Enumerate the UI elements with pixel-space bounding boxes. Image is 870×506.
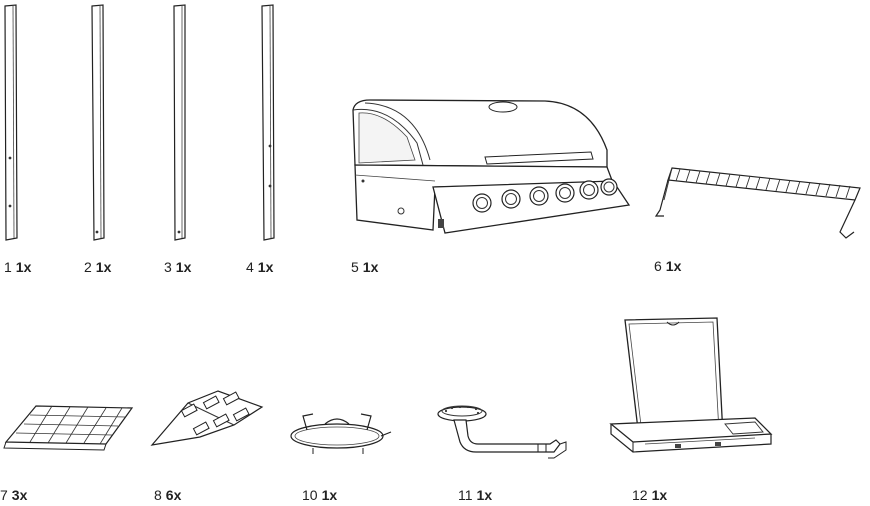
- part-number: 5: [351, 259, 359, 275]
- flame-tamer-icon: [148, 385, 268, 455]
- side-burner-grate-icon: [285, 408, 395, 458]
- part-quantity: 3x: [11, 487, 28, 503]
- ceramic-briquette-tray-icon: [0, 398, 140, 458]
- part-quantity: 1x: [175, 259, 192, 275]
- part-number: 12: [632, 487, 648, 503]
- post-leg-4-icon: [258, 0, 288, 250]
- part-quantity: 1x: [362, 259, 379, 275]
- part-number: 10: [302, 487, 318, 503]
- part-quantity: 1x: [321, 487, 338, 503]
- side-burner-housing-icon: [605, 312, 775, 462]
- part-quantity: 6x: [165, 487, 182, 503]
- part-number: 8: [154, 487, 162, 503]
- part-number: 1: [4, 259, 12, 275]
- post-leg-2-icon: [88, 0, 118, 250]
- part-quantity: 1x: [651, 487, 668, 503]
- part-quantity: 1x: [95, 259, 112, 275]
- part-number: 11: [458, 487, 473, 503]
- post-leg-1-icon: [0, 0, 30, 250]
- post-leg-3-icon: [170, 0, 200, 250]
- part-number: 4: [246, 259, 254, 275]
- part-quantity: 1x: [476, 487, 493, 503]
- warming-rack-icon: [650, 160, 870, 250]
- part-quantity: 1x: [665, 258, 682, 274]
- part-number: 3: [164, 259, 172, 275]
- part-number: 6: [654, 258, 662, 274]
- side-burner-tube-icon: [430, 400, 580, 465]
- part-quantity: 1x: [257, 259, 274, 275]
- part-number: 7: [0, 487, 8, 503]
- part-number: 2: [84, 259, 92, 275]
- part-quantity: 1x: [15, 259, 32, 275]
- grill-head-icon: [345, 95, 635, 245]
